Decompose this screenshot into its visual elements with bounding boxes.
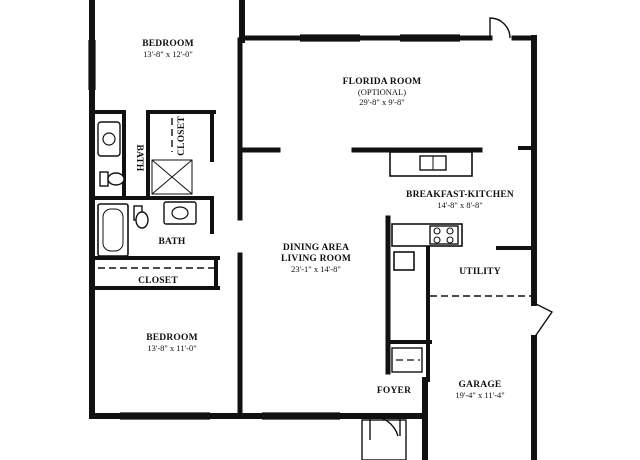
burner-3 xyxy=(433,236,441,244)
foyer-label: FOYER xyxy=(377,386,411,396)
bedroom-top-dims: 13'-8" x 12'-0" xyxy=(143,49,193,59)
bath-bottom-label: BATH xyxy=(158,237,185,247)
dining-area-label: DINING AREA xyxy=(283,243,349,253)
living-room-label: LIVING ROOM xyxy=(281,254,351,264)
bath-top-label: BATH xyxy=(134,144,144,171)
refrigerator xyxy=(393,251,415,271)
sink-bottom xyxy=(163,201,197,225)
garage-side-door-icon xyxy=(533,302,554,339)
shower-stall xyxy=(151,159,193,195)
exterior-walls xyxy=(89,0,537,460)
bathtub xyxy=(97,203,129,257)
kitchen-label: BREAKFAST-KITCHEN xyxy=(406,190,514,200)
range xyxy=(429,225,459,245)
florida-door-icon xyxy=(489,17,511,39)
burner-2 xyxy=(446,227,454,235)
shower-x2 xyxy=(151,159,193,195)
entry-porch xyxy=(361,419,407,460)
windows xyxy=(88,34,460,420)
toilet-bowl-bottom xyxy=(135,211,149,229)
sink-bottom-bowl xyxy=(171,206,189,220)
garage-dims: 19'-4" x 11'-4" xyxy=(455,390,504,400)
burner-4 xyxy=(446,236,454,244)
closet-horizontal-label: CLOSET xyxy=(138,276,178,286)
florida-room-dims: 29'-8" x 9'-8" xyxy=(359,97,404,107)
garage-label: GARAGE xyxy=(459,380,502,390)
closet-vertical-label: CLOSET xyxy=(177,116,187,156)
bathtub-inner xyxy=(102,208,124,252)
bedroom-bottom-label: BEDROOM xyxy=(146,333,198,343)
bedroom-top-label: BEDROOM xyxy=(142,39,194,49)
doors xyxy=(361,17,554,460)
kitchen-fixtures xyxy=(389,151,532,373)
labels: BEDROOM 13'-8" x 12'-0" FLORIDA ROOM (OP… xyxy=(134,39,514,400)
dining-living-dims: 23'-1" x 14'-8" xyxy=(291,264,341,274)
bedroom-bottom-dims: 13'-8" x 11'-0" xyxy=(147,343,196,353)
utility-label: UTILITY xyxy=(459,267,501,277)
interior-walls xyxy=(237,0,536,419)
sink-top xyxy=(97,121,121,157)
burner-1 xyxy=(433,227,441,235)
florida-room-label: FLORIDA ROOM xyxy=(343,77,422,87)
toilet-bowl-top xyxy=(107,172,125,186)
florida-room-note: (OPTIONAL) xyxy=(358,87,406,97)
kitchen-dims: 14'-8" x 8'-8" xyxy=(437,200,482,210)
bath-closet-block xyxy=(90,110,220,290)
toilet-tank-top xyxy=(99,171,109,187)
sink-top-bowl xyxy=(102,132,116,146)
